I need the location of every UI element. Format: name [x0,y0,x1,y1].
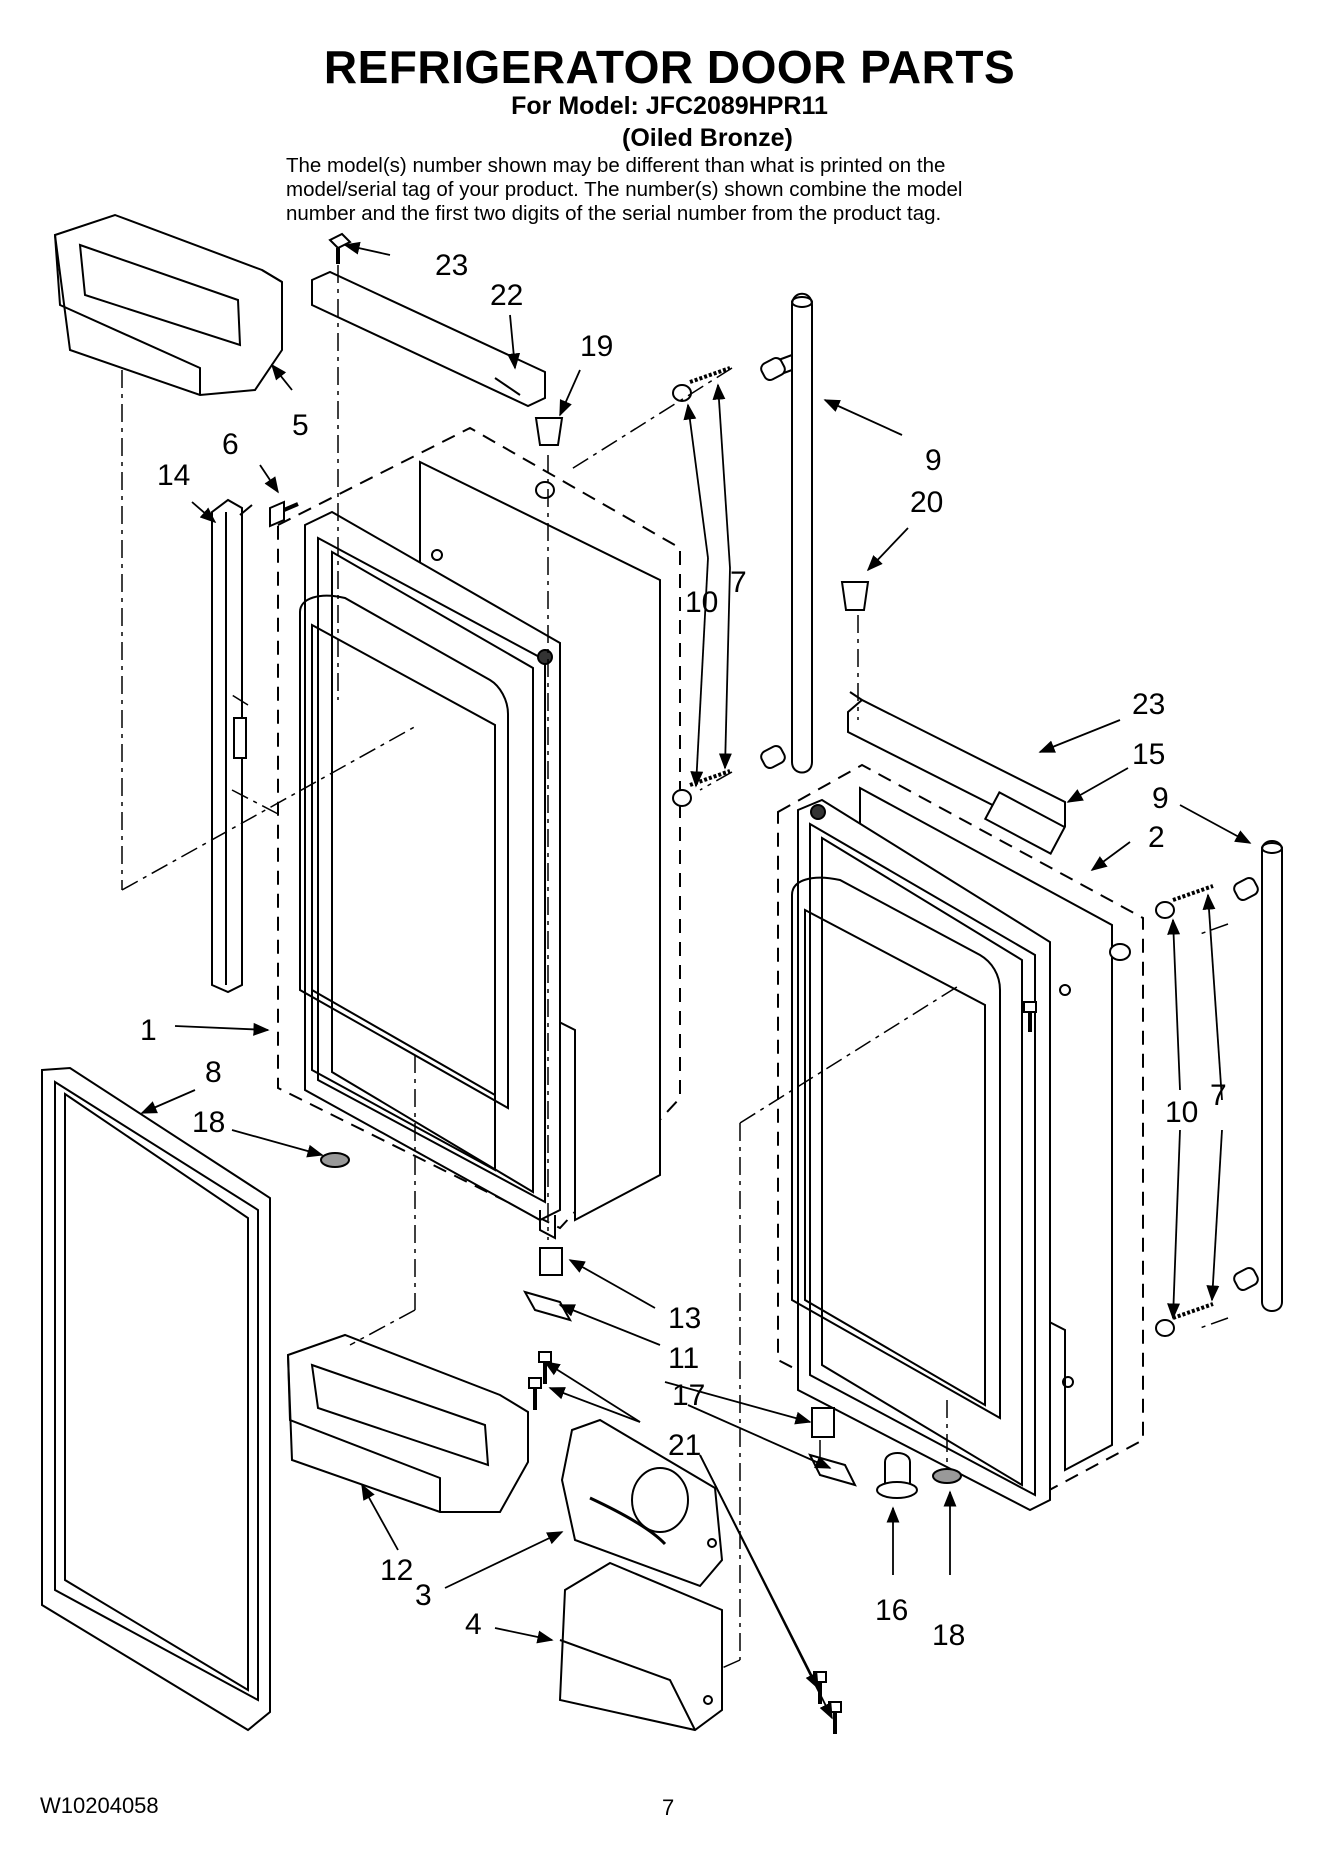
callout-10: 10 [685,586,718,619]
right-door-frame-outline [777,763,1144,1497]
callout-19: 19 [580,330,613,363]
callout-18: 18 [192,1106,225,1139]
callout-21: 21 [668,1429,701,1462]
callout-leaders [140,241,1252,1720]
left-door-frame-outline [277,426,681,1230]
door-gasket [41,1066,271,1732]
callout-23: 23 [1132,688,1165,721]
alignment-lines [121,265,1229,1669]
callout-14: 14 [157,459,190,492]
callout-7: 7 [730,566,747,599]
callout-1: 1 [140,1014,157,1047]
callout-18: 18 [932,1619,965,1652]
model-note: The model(s) number shown may be differe… [286,154,1086,226]
door-trim-strip [211,498,253,994]
dispenser-housing [560,1418,724,1588]
hinge-cover [983,791,1067,855]
right-door-panel [791,798,1074,1512]
top-hinge-bracket [311,270,546,408]
note-line: model/serial tag of your product. The nu… [286,178,963,201]
dispenser-cover [558,1561,723,1732]
callout-12: 12 [380,1554,413,1587]
callout-6: 6 [222,428,239,461]
callout-13: 13 [668,1302,701,1335]
callout-8: 8 [205,1056,222,1089]
finish-label: (Oiled Bronze) [622,124,793,152]
callout-17: 17 [672,1379,705,1412]
right-door-handle [1233,840,1283,1312]
page-title: REFRIGERATOR DOOR PARTS [323,41,1016,93]
callout-11: 11 [668,1342,699,1375]
callout-labels: 23 22 19 5 6 14 9 20 10 7 23 15 9 2 1 8 … [140,249,1227,1652]
callout-4: 4 [465,1608,482,1641]
left-door-handle [760,292,813,774]
callout-10: 10 [1165,1096,1198,1129]
bushing-hardware [534,384,1175,1337]
model-number: For Model: JFC2089HPR11 [511,92,828,120]
callout-3: 3 [415,1579,432,1612]
note-line: number and the first two digits of the s… [286,202,942,225]
callout-20: 20 [910,486,943,519]
left-door-panel [299,510,561,1240]
document-number: W10204058 [40,1793,159,1818]
page-number: 7 [662,1795,675,1820]
callout-5: 5 [292,409,309,442]
lower-door-bin [286,1333,529,1513]
callout-23: 23 [435,249,468,282]
upper-door-bin [53,213,283,397]
callout-22: 22 [490,279,523,312]
callout-9: 9 [1152,782,1169,815]
callout-15: 15 [1132,738,1165,771]
callout-2: 2 [1148,821,1165,854]
callout-16: 16 [875,1594,908,1627]
callout-9: 9 [925,444,942,477]
note-line: The model(s) number shown may be differe… [286,154,946,177]
callout-7: 7 [1210,1079,1227,1112]
